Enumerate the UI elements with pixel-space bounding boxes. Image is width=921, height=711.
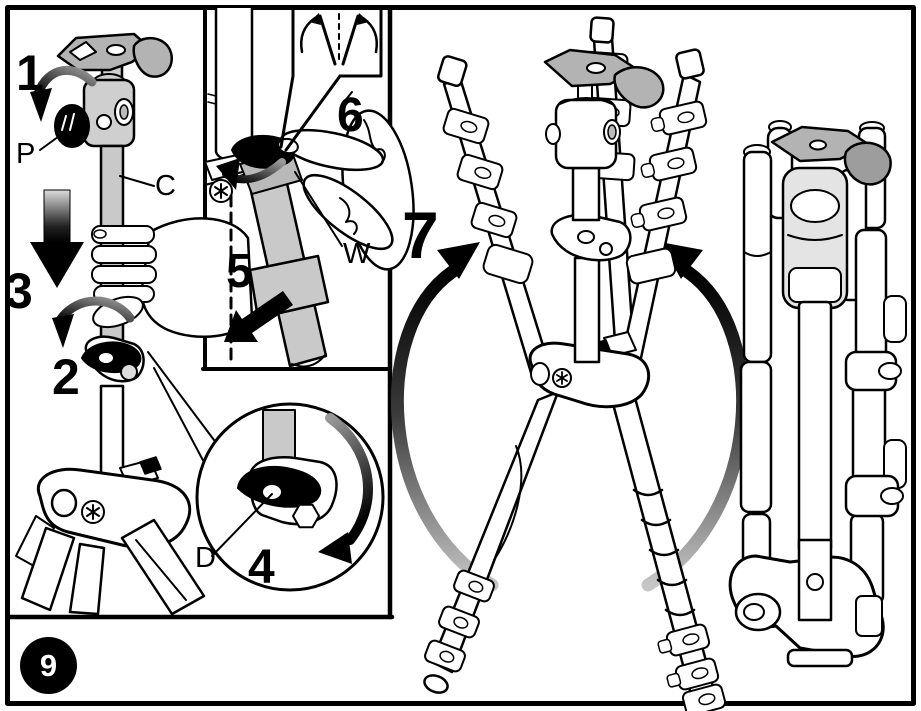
step3-down-arrow-icon (30, 189, 84, 288)
plate-wing-knob (132, 37, 173, 78)
step-2-number: 2 (52, 349, 80, 405)
step-3-number: 3 (5, 263, 33, 319)
label-p-leader (39, 133, 63, 151)
column-stub (262, 409, 296, 466)
step-1-number: 1 (16, 45, 44, 101)
folded-tripod (728, 120, 907, 668)
main-tripod (423, 16, 727, 711)
step4-detail-circle (195, 402, 385, 592)
step-4-number: 4 (248, 541, 275, 594)
leg-grip-spiral (632, 488, 696, 617)
tighten-arrow-icon (325, 413, 373, 545)
figure-number: 9 (39, 647, 58, 683)
step7-fold-arrows (390, 242, 750, 592)
part-label-w: W (343, 238, 371, 270)
outer-frame (5, 5, 916, 706)
leg-angle-balloon (279, 6, 383, 152)
label-leaders (39, 133, 155, 187)
label-d-leader (211, 493, 273, 557)
ground-leg-right (610, 392, 727, 711)
part-label-p: P (16, 138, 36, 170)
step2-rotate-arrow-icon (52, 296, 135, 348)
detail-callout-leaders (147, 351, 215, 467)
folded-up-leg-left (437, 55, 552, 378)
hex-nut (292, 503, 320, 529)
step-7-number: 7 (402, 198, 439, 272)
part-label-c: C (155, 170, 176, 202)
label-w-leader (294, 171, 343, 247)
step5-arrow-icon (224, 291, 293, 342)
label-c-leader (119, 175, 155, 187)
part-label-d: D (195, 542, 216, 574)
ground-leg-left (423, 390, 560, 694)
inset-leg-fold-scene (204, 6, 415, 368)
sketch-squiggles (339, 91, 386, 235)
main-column-and-head (543, 48, 665, 364)
step2-column-collar-lock (81, 335, 145, 480)
plate-wing-knob (613, 66, 665, 109)
main-hub (528, 331, 651, 409)
step1-rotate-arrow-icon (30, 65, 97, 122)
folded-center-column (797, 300, 833, 554)
folded-hub (728, 538, 885, 668)
step-5-number: 5 (226, 245, 253, 298)
pressing-hand (277, 109, 415, 271)
figure-number-badge: 9 (20, 637, 77, 694)
step-6-number: 6 (337, 89, 364, 142)
plate-wing-knob (843, 141, 892, 186)
tripod-hub-left-panel (15, 456, 206, 616)
